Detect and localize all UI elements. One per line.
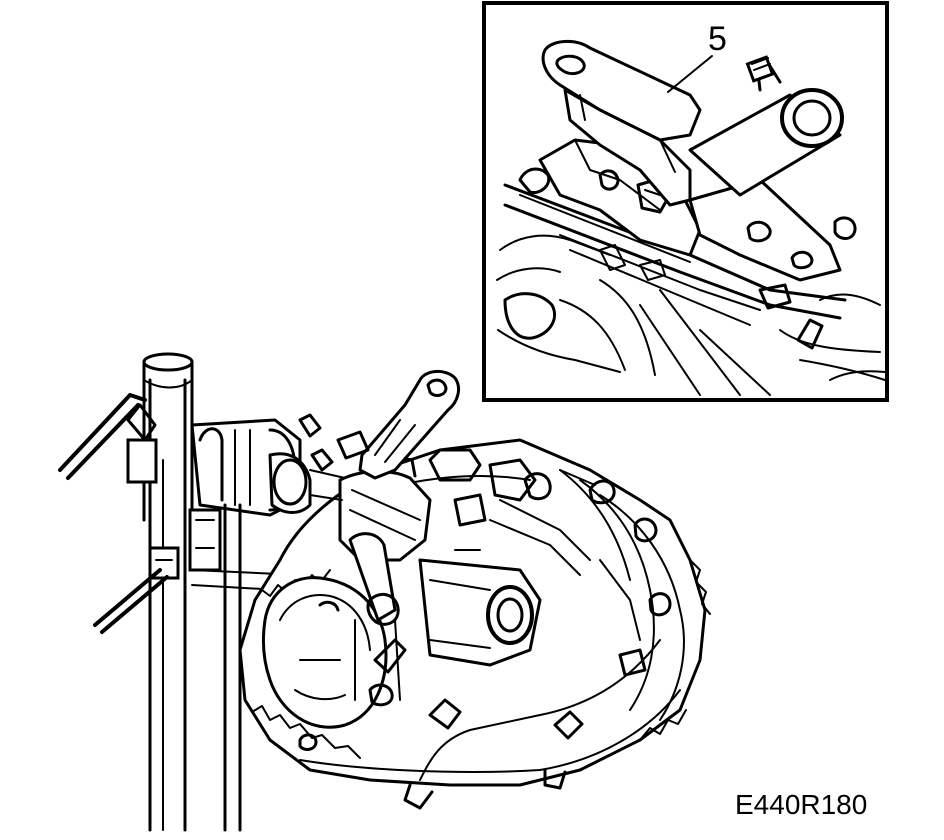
lifting-lever: [336, 370, 460, 480]
callout-label-5: 5: [708, 20, 727, 58]
gearbox-assembly: [238, 413, 711, 810]
inset-detail-view: [482, 1, 889, 402]
callout-leader-line: [667, 55, 713, 93]
figure-code: E440R180: [735, 789, 868, 820]
